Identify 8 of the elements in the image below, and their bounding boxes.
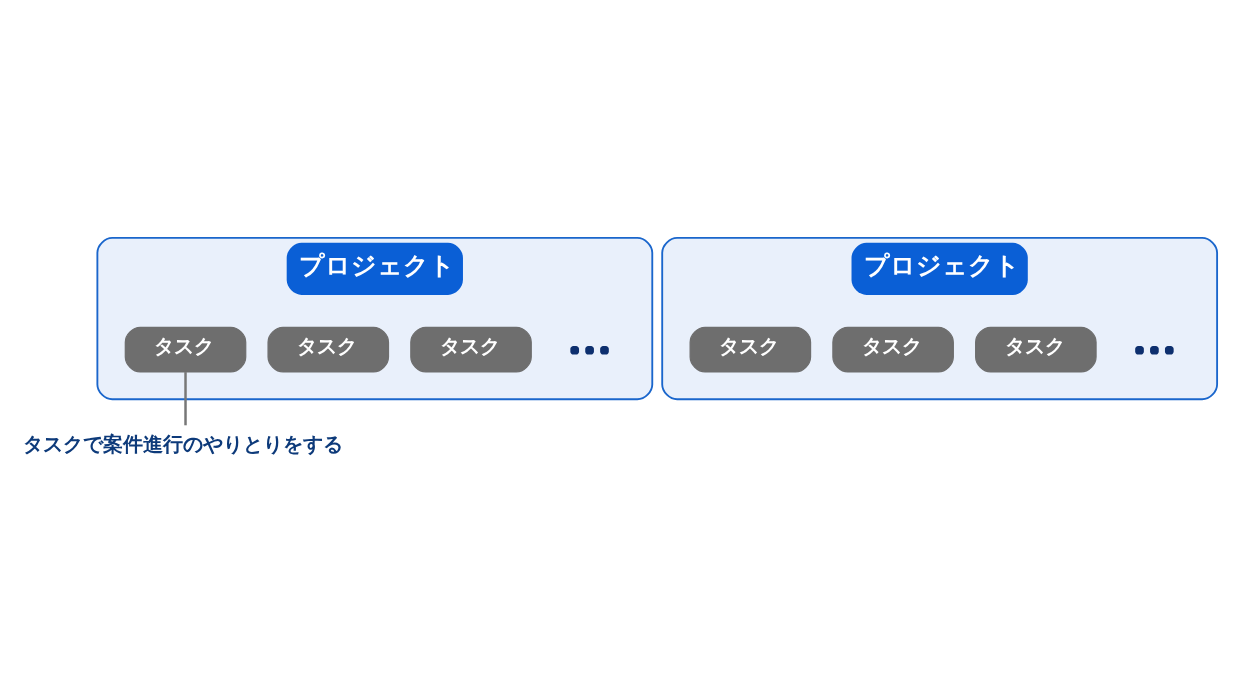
node-box: タスク	[832, 326, 954, 373]
node-box: タスク	[124, 326, 247, 373]
connector	[184, 372, 187, 426]
node-box: タスク	[975, 326, 1097, 373]
node-box: タスク	[689, 326, 812, 373]
node-box: タスク	[410, 326, 532, 373]
node-text: タスクで案件進行のやりとりをする	[22, 433, 343, 457]
node-box: タスク	[267, 326, 390, 373]
